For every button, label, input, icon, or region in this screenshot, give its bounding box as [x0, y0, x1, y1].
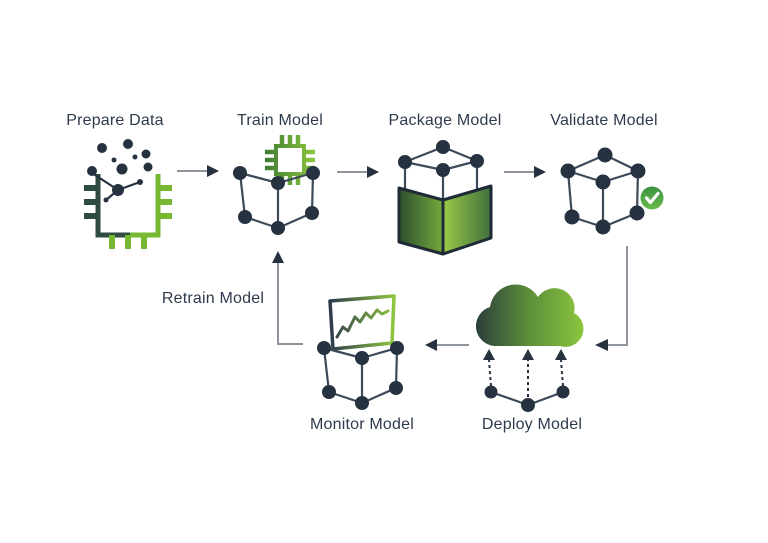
stage-label-prepare-data: Prepare Data — [66, 112, 164, 129]
chip-frame — [84, 174, 172, 249]
check-badge-icon — [639, 185, 665, 211]
arrow-prepare-to-train-icon — [177, 165, 219, 177]
stage-label-deploy-model: Deploy Model — [481, 416, 583, 433]
scatter-dots — [87, 139, 153, 203]
arrow-train-to-package-icon — [337, 166, 379, 178]
arrow-monitor-to-train-retrain-icon — [272, 251, 303, 345]
open-box-wireframe-icon — [317, 341, 404, 410]
green-wrap — [397, 184, 493, 256]
stage-label-monitor-model: Monitor Model — [310, 416, 414, 433]
stage-label-validate-model: Validate Model — [550, 112, 658, 129]
upload-nodes-icon — [483, 349, 570, 412]
cube-with-check-badge-icon — [560, 147, 665, 235]
open-box-wireframe-icon — [233, 166, 320, 235]
loop-label-retrain-model: Retrain Model — [161, 290, 265, 307]
cube-in-green-wrap-icon — [397, 140, 493, 256]
arrow-validate-to-deploy-icon — [595, 246, 628, 351]
stage-label-train-model: Train Model — [236, 112, 324, 129]
arrow-deploy-to-monitor-icon — [425, 339, 469, 351]
trend-chart-panel-icon — [328, 294, 396, 351]
cloud-icon — [475, 284, 584, 347]
stage-label-package-model: Package Model — [388, 112, 502, 129]
arrow-package-to-validate-icon — [504, 166, 546, 178]
data-points-chip-icon — [84, 139, 172, 249]
trend-line — [335, 308, 390, 339]
